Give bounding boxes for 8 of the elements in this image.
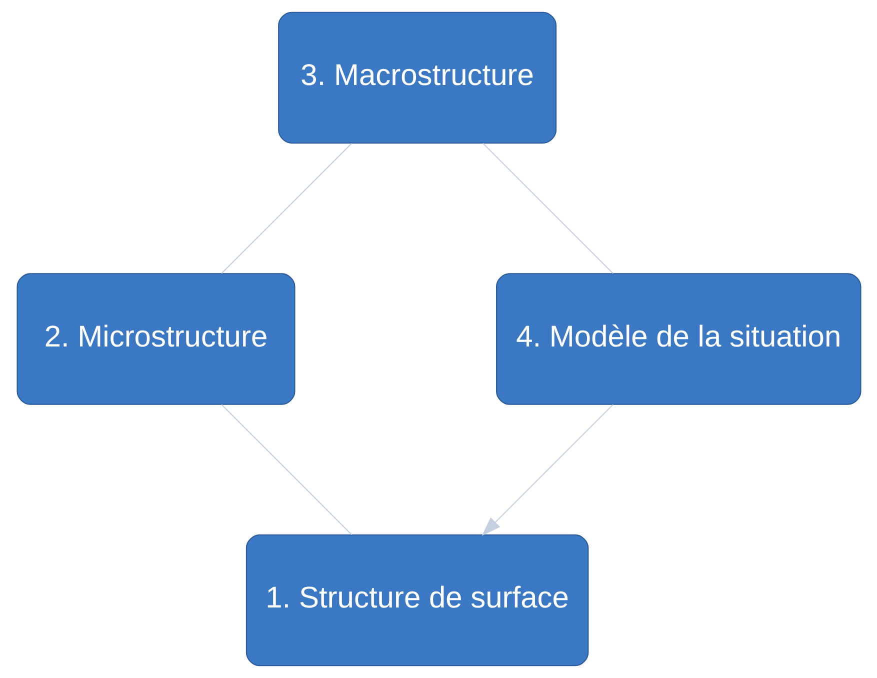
node-box: 1. Structure de surface	[245, 534, 588, 666]
connector	[482, 142, 613, 274]
node-box: 2. Microstructure	[16, 273, 295, 405]
node-box: 3. Macrostructure	[278, 12, 556, 144]
connector	[220, 404, 352, 536]
connector	[220, 142, 352, 274]
node-box: 4. Modèle de la situation	[495, 273, 861, 405]
arrow	[481, 404, 613, 536]
